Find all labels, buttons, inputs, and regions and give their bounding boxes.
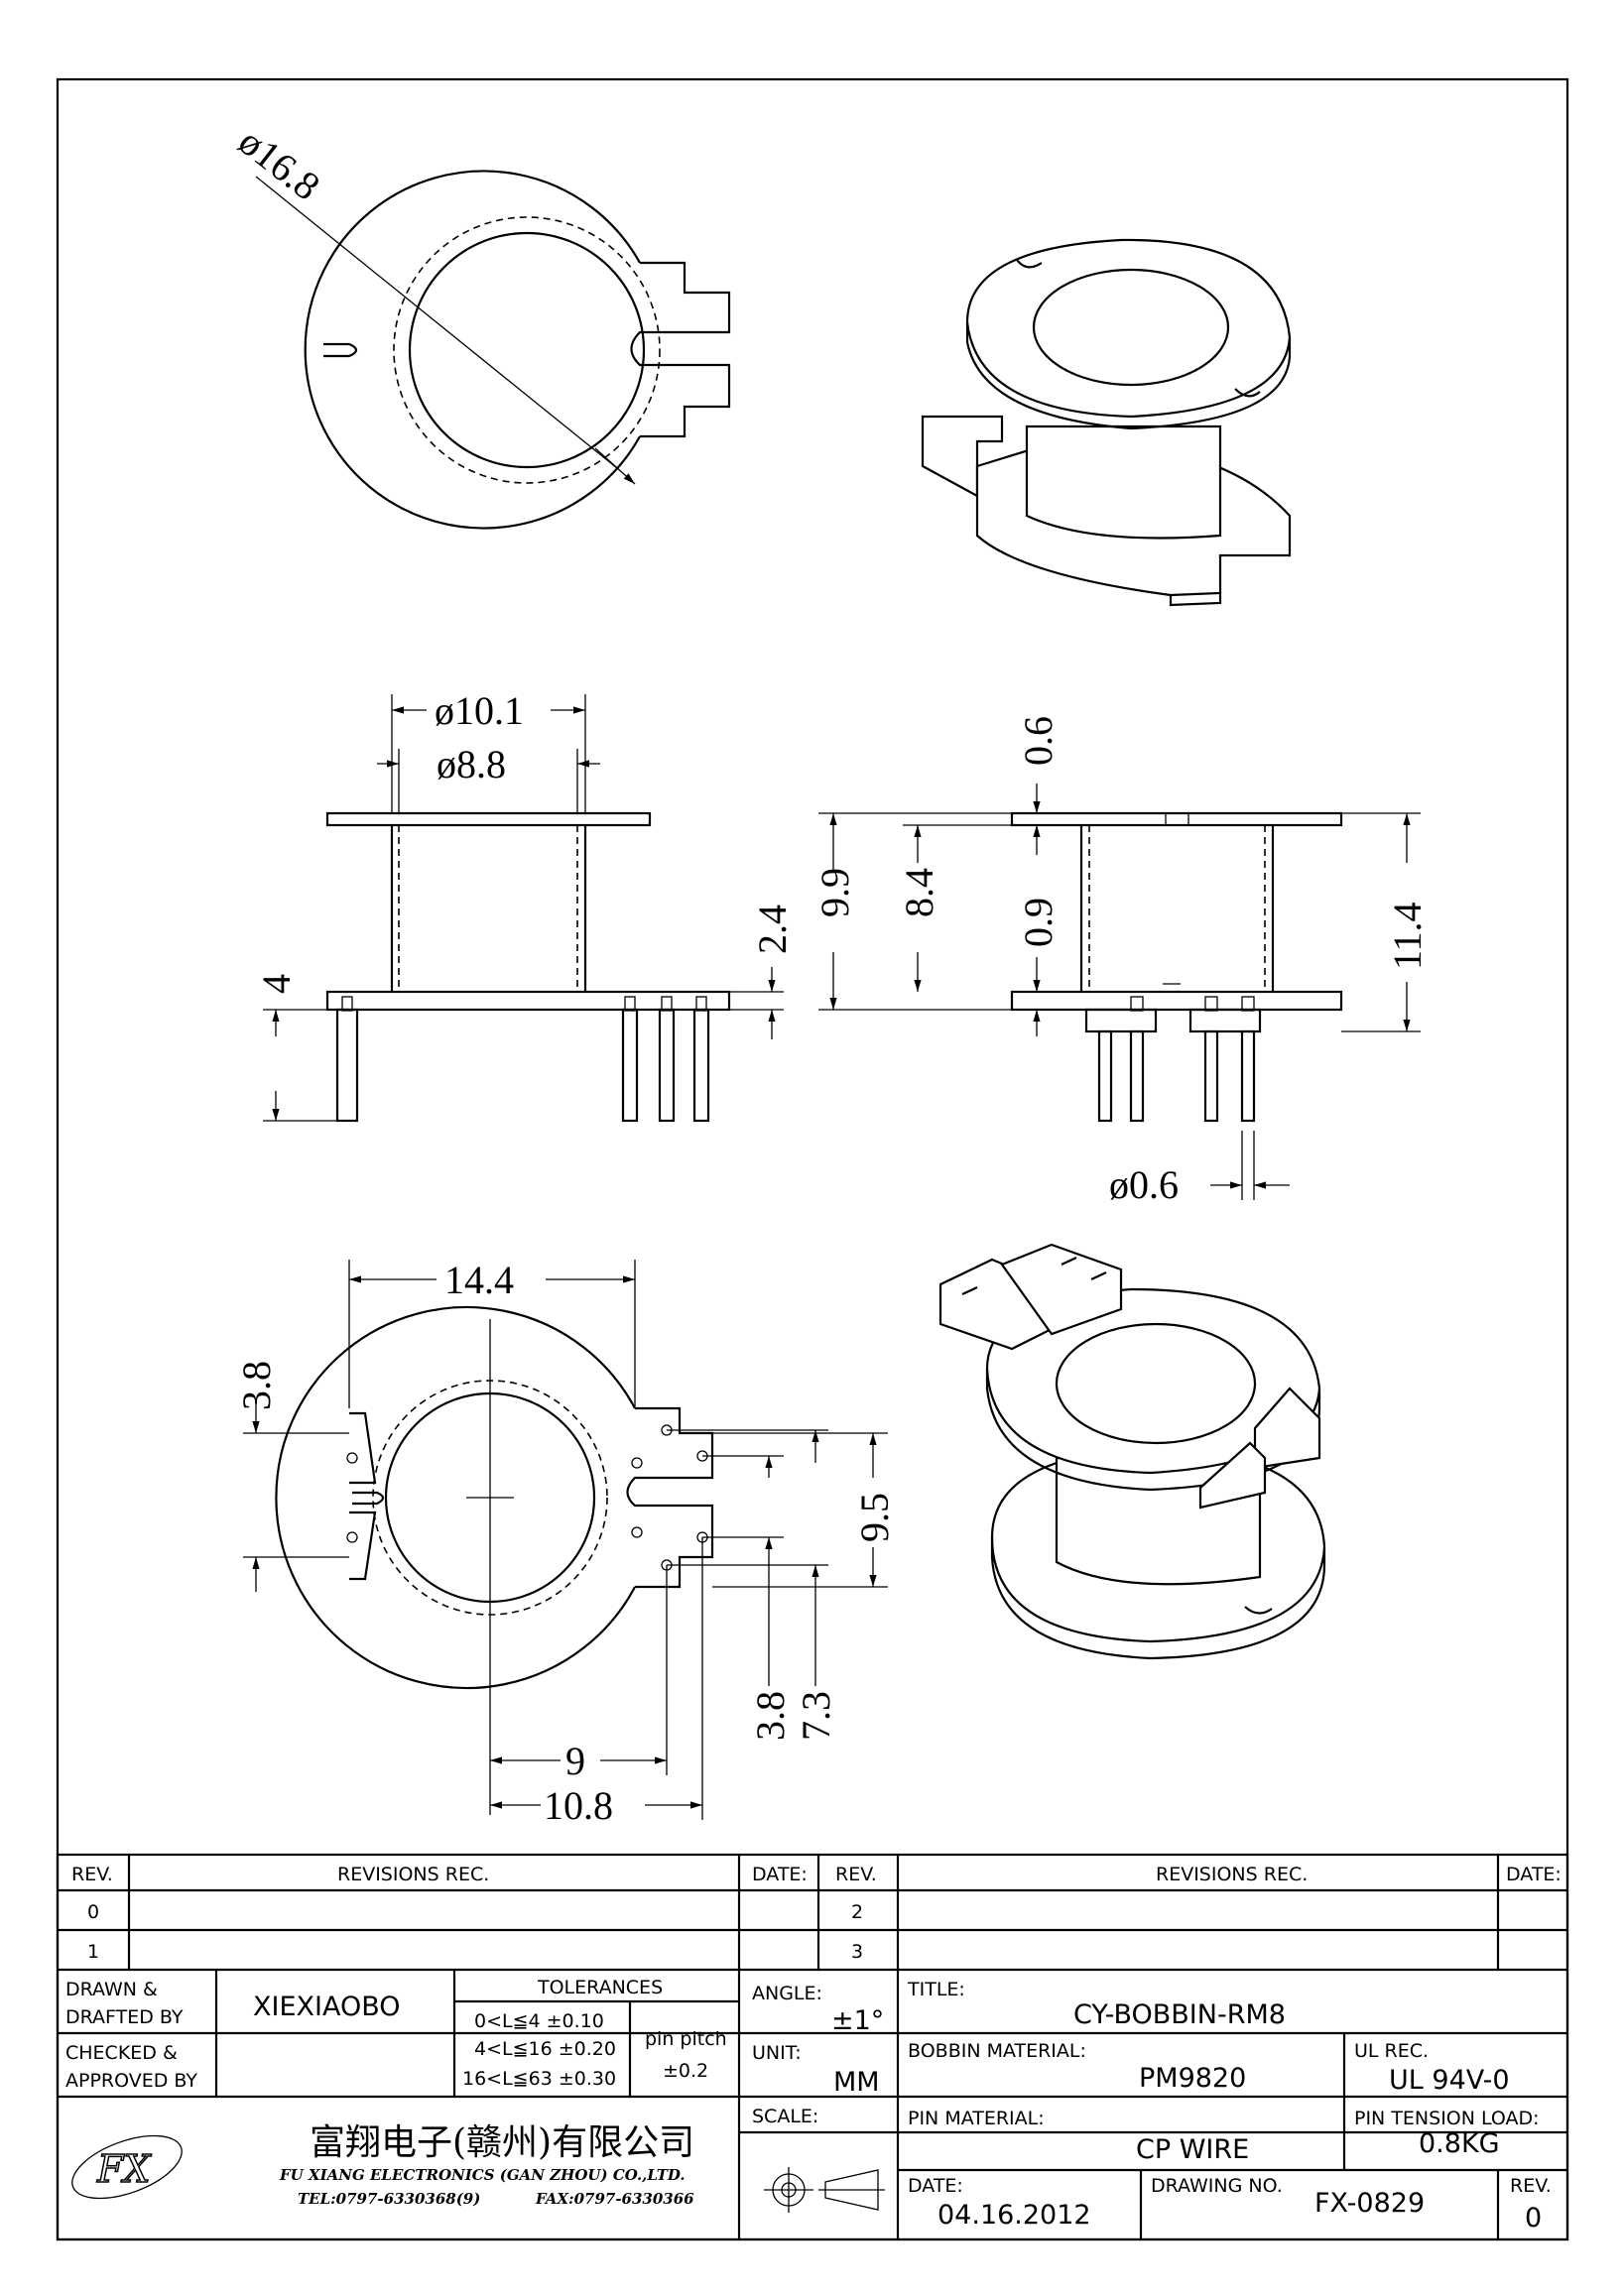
drawing-no-label: DRAWING NO.: [1151, 2175, 1283, 2197]
dim-11-4: 11.4: [1385, 902, 1430, 970]
date-label: DATE:: [908, 2175, 963, 2197]
tolerances-header: TOLERANCES: [537, 1977, 663, 1998]
date-header-left: DATE:: [752, 1864, 808, 1885]
rev-row-0: 0: [87, 1901, 99, 1923]
dim-2-4: 2.4: [750, 905, 795, 954]
dim-3-8-left: 3.8: [234, 1361, 279, 1410]
unit-value: MM: [833, 2067, 880, 2098]
angle-label: ANGLE:: [752, 1983, 822, 2004]
tol-row-0: 0<L≦4 ±0.10: [474, 2010, 604, 2032]
scale-label: SCALE:: [752, 2106, 818, 2127]
dim-0-9: 0.9: [1016, 898, 1061, 947]
rev-row-2: 2: [851, 1901, 863, 1923]
rev-row-3: 3: [851, 1941, 863, 1963]
title-value: CY-BOBBIN-RM8: [1073, 1999, 1286, 2030]
side-view: 9.9 8.4 0.6 0.9 11.4 ø0.6: [812, 716, 1430, 1207]
date-value: 04.16.2012: [937, 2200, 1091, 2231]
front-view: ø10.1 ø8.8 4 2.4: [254, 688, 795, 1123]
dim-14-4: 14.4: [444, 1258, 514, 1302]
bobbin-material-value: PM9820: [1139, 2063, 1246, 2094]
title-label: TITLE:: [907, 1979, 965, 2000]
ul-rec-label: UL REC.: [1354, 2040, 1429, 2062]
dim-4: 4: [254, 974, 299, 994]
rev-label: REV.: [1510, 2175, 1552, 2197]
revisions-header-left: REVISIONS REC.: [337, 1864, 489, 1885]
rev-header-left: REV.: [71, 1864, 113, 1885]
company-fax: FAX:0797-6330366: [535, 2190, 694, 2208]
tol-row-2: 16<L≦63 ±0.30: [462, 2068, 616, 2090]
dim-9: 9: [565, 1739, 585, 1783]
dim-10-8: 10.8: [544, 1783, 613, 1828]
dim-8-4: 8.4: [897, 868, 941, 917]
dim-7-3: 7.3: [794, 1691, 838, 1741]
title-block: REV. REVISIONS REC. DATE: REV. REVISIONS…: [56, 1853, 1569, 2241]
ul-rec-value: UL 94V-0: [1389, 2065, 1510, 2096]
top-view: ø16.8: [230, 119, 731, 530]
unit-label: UNIT:: [752, 2042, 802, 2064]
dim-0-6-flange: 0.6: [1016, 716, 1061, 766]
bobbin-material-label: BOBBIN MATERIAL:: [908, 2040, 1086, 2062]
company-name-cn: 富翔电子(赣州)有限公司: [310, 2122, 694, 2163]
dim-9-9: 9.9: [812, 868, 857, 917]
drawing-no-value: FX-0829: [1314, 2188, 1425, 2219]
sheet-border: [56, 77, 1569, 2241]
projection-symbol-icon: [764, 2167, 885, 2213]
pin-material-label: PIN MATERIAL:: [908, 2108, 1045, 2129]
rev-value: 0: [1525, 2203, 1542, 2234]
tol-row-1: 4<L≦16 ±0.20: [474, 2038, 616, 2060]
drawn-label-2: DRAFTED BY: [65, 2006, 184, 2028]
checked-label-2: APPROVED BY: [65, 2070, 197, 2092]
company-tel: TEL:0797-6330368(9): [298, 2190, 480, 2208]
drawn-value: XIEXIAOBO: [253, 1992, 401, 2022]
dim-3-8-bottom: 3.8: [748, 1691, 793, 1741]
logo-text: FX: [96, 2147, 152, 2191]
dim-d8-8: ø8.8: [437, 742, 506, 786]
isometric-view-top: [921, 238, 1292, 607]
company-name-en: FU XIANG ELECTRONICS (GAN ZHOU) CO.,LTD.: [279, 2166, 686, 2184]
pin-tension-value: 0.8KG: [1419, 2128, 1500, 2159]
dim-d10-1: ø10.1: [435, 688, 524, 733]
angle-value: ±1°: [831, 2005, 884, 2036]
rev-header-right: REV.: [835, 1864, 877, 1885]
rev-row-1: 1: [87, 1941, 99, 1963]
dim-9-5: 9.5: [852, 1493, 897, 1542]
isometric-view-bottom: [938, 1243, 1326, 1660]
pin-pitch-value: ±0.2: [663, 2060, 708, 2082]
pin-tension-label: PIN TENSION LOAD:: [1354, 2108, 1540, 2129]
dim-pin-diameter: ø0.6: [1109, 1162, 1179, 1207]
pin-material-value: CP WIRE: [1136, 2134, 1249, 2165]
drawn-label-1: DRAWN &: [65, 1979, 158, 2000]
bottom-view: 14.4 3.8 9.5 3.8 7.3 9 10.8: [234, 1258, 897, 1828]
checked-label-1: CHECKED &: [65, 2042, 178, 2064]
company-logo-icon: FX: [71, 2134, 183, 2200]
revisions-header-right: REVISIONS REC.: [1156, 1864, 1308, 1885]
pin-pitch-label: pin pitch: [645, 2028, 727, 2050]
date-header-right: DATE:: [1506, 1864, 1562, 1885]
